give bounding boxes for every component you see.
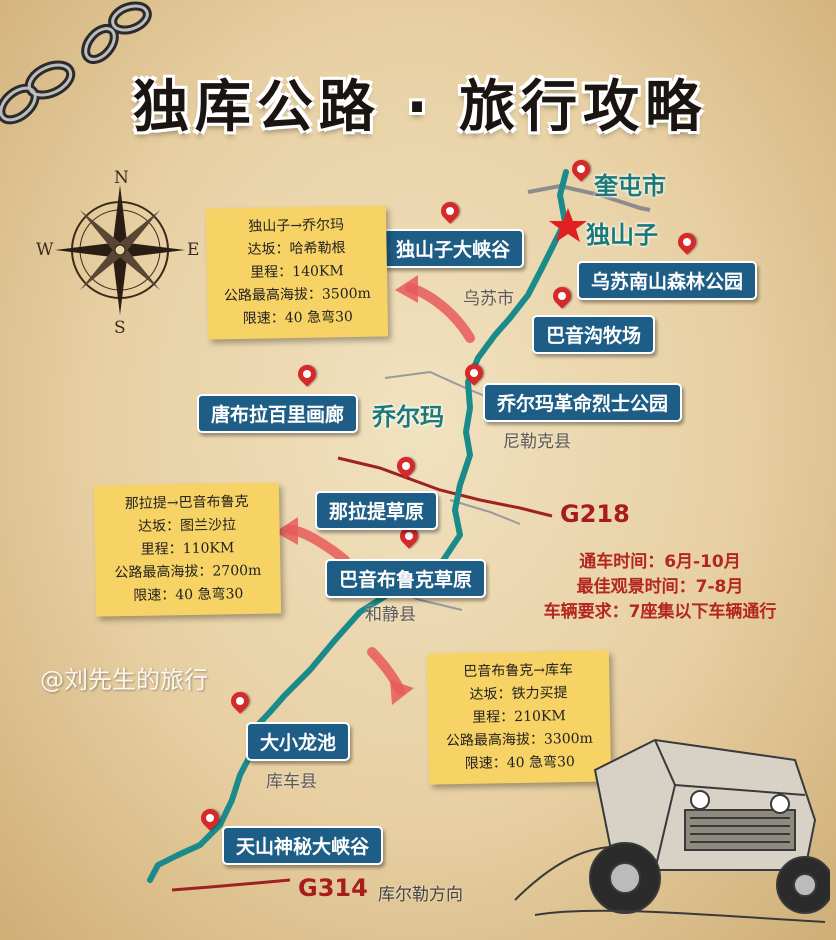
highway-g218: G218 (560, 500, 630, 528)
spot-qiaoerma-memorial[interactable]: 乔尔玛革命烈士公园 (483, 383, 683, 422)
travel-info: 通车时间：6月-10月 最佳观景时间：7-8月 车辆要求：7座集以下车辆通行 (510, 550, 810, 625)
page-title: 独库公路 · 旅行攻略 (132, 75, 708, 140)
compass-rose-icon (55, 185, 185, 315)
spot-bayanbulak[interactable]: 巴音布鲁克草原 (325, 559, 487, 598)
route-note-2: 那拉提→巴音布鲁克 达坂：图兰沙拉 里程：110KM 公路最高海拔：2700m … (93, 482, 282, 617)
town-dushanzi: 独山子 (586, 221, 658, 249)
county-hejing: 和静县 (365, 605, 416, 625)
spot-tianshan-canyon[interactable]: 天山神秘大峡谷 (222, 826, 384, 865)
highway-g314: G314 (298, 874, 368, 902)
direction-korla: 库尔勒方向 (378, 885, 463, 905)
note-distance: 里程：140KM (250, 263, 344, 281)
jeep-illustration (514, 738, 830, 923)
town-qiaoerma: 乔尔玛 (372, 403, 444, 431)
county-kuche: 库车县 (266, 772, 317, 792)
spot-wusu-forest-park[interactable]: 乌苏南山森林公园 (577, 261, 758, 300)
note-speed: 限速：40 急弯30 (242, 309, 353, 327)
vehicle-requirement: 车辆要求：7座集以下车辆通行 (543, 602, 777, 622)
compass-w: W (36, 240, 54, 260)
note-speed: 限速：40 急弯30 (133, 586, 244, 604)
spot-dragon-pools[interactable]: 大小龙池 (246, 722, 351, 761)
star-icon (549, 208, 587, 242)
spot-nalati[interactable]: 那拉提草原 (315, 491, 439, 530)
note-route: 那拉提→巴音布鲁克 (124, 493, 249, 513)
compass-e: E (187, 240, 200, 260)
note-pass: 达坂：哈希勒根 (247, 240, 346, 258)
compass-n: N (114, 168, 129, 188)
note-distance: 里程：110KM (140, 540, 235, 558)
note-route: 独山子→乔尔玛 (248, 217, 345, 235)
town-kuitun: 奎屯市 (594, 172, 666, 200)
spot-dushanzi-canyon[interactable]: 独山子大峡谷 (382, 229, 525, 268)
open-time: 通车时间：6月-10月 (579, 552, 741, 572)
note-altitude: 公路最高海拔：3500m (223, 285, 371, 305)
best-time: 最佳观景时间：7-8月 (576, 577, 744, 597)
spot-bayingou-ranch[interactable]: 巴音沟牧场 (532, 315, 656, 354)
spot-tangbula[interactable]: 唐布拉百里画廊 (197, 394, 359, 433)
watermark: @刘先生的旅行 (40, 666, 208, 694)
note-altitude: 公路最高海拔：2700m (114, 562, 262, 582)
county-nileke: 尼勒克县 (503, 432, 571, 452)
compass-s: S (114, 318, 126, 338)
chain-decoration (0, 1, 152, 125)
county-wusu: 乌苏市 (463, 289, 514, 309)
note-route: 巴音布鲁克→库车 (463, 662, 574, 680)
route-note-1: 独山子→乔尔玛 达坂：哈希勒根 里程：140KM 公路最高海拔：3500m 限速… (205, 205, 389, 340)
note-pass: 达坂：图兰沙拉 (137, 517, 237, 535)
